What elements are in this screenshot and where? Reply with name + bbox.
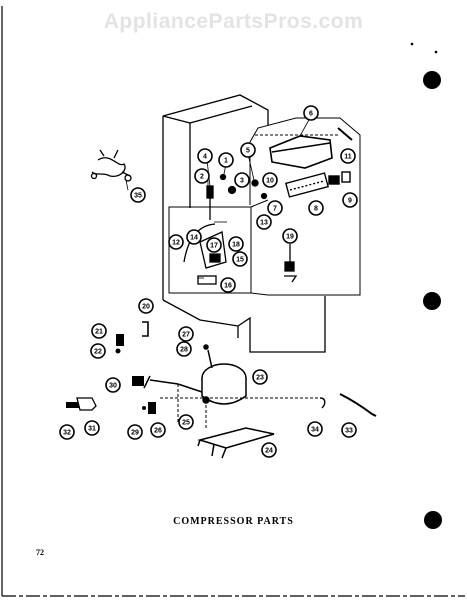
callout-29: 29 [127, 424, 143, 440]
callout-label: 25 [182, 420, 190, 427]
callout-label: 35 [134, 193, 142, 200]
part-20-clip [142, 321, 149, 337]
callout-label: 1 [224, 158, 228, 165]
leader-lines [160, 384, 320, 430]
watermark: AppliancePartsPros.com [103, 10, 364, 33]
callout-label: 19 [286, 234, 294, 241]
part-19-bracket [284, 244, 298, 283]
callout-label: 9 [348, 198, 352, 205]
callout-1: 1 [218, 152, 234, 168]
callout-label: 12 [172, 240, 180, 247]
callout-label: 6 [309, 111, 313, 118]
callout-label: 31 [88, 426, 96, 433]
callout-6: 6 [303, 105, 319, 121]
callout-label: 20 [142, 304, 150, 311]
callout-31: 31 [84, 420, 100, 436]
callout-33: 33 [341, 422, 357, 438]
callout-22: 22 [90, 343, 106, 359]
callout-14: 14 [186, 229, 202, 245]
callout-label: 28 [180, 347, 188, 354]
ice-bin [269, 135, 333, 169]
part-21-capacitor [116, 334, 124, 346]
icemaker-enclosure [249, 117, 361, 296]
cabinet-outline [162, 94, 326, 353]
callout-26: 26 [150, 422, 166, 438]
callout-27: 27 [178, 326, 194, 342]
callout-25: 25 [178, 414, 194, 430]
callout-label: 32 [63, 430, 71, 437]
callout-5: 5 [240, 142, 256, 158]
callout-label: 8 [314, 206, 318, 213]
callout-18: 18 [228, 236, 244, 252]
callout-label: 23 [256, 375, 264, 382]
page-number: 72 [36, 548, 44, 557]
callout-19: 19 [282, 228, 298, 244]
callout-30: 30 [105, 377, 121, 393]
callout-23: 23 [252, 369, 268, 385]
callout-13: 13 [256, 214, 272, 230]
drain-tube [319, 393, 377, 417]
callout-label: 18 [232, 242, 240, 249]
binder-hole-3 [424, 511, 442, 529]
callout-label: 13 [260, 220, 268, 227]
callout-label: 5 [246, 148, 250, 155]
callout-label: 11 [344, 154, 352, 161]
callout-label: 34 [311, 427, 319, 434]
callout-10: 10 [262, 172, 278, 188]
callout-35: 35 [130, 187, 146, 203]
callout-label: 16 [224, 283, 232, 290]
callout-32: 32 [59, 424, 75, 440]
callout-20: 20 [138, 298, 154, 314]
callout-24: 24 [261, 442, 277, 458]
callout-2: 2 [194, 168, 210, 184]
callout-label: 30 [109, 383, 117, 390]
callout-15: 15 [232, 251, 248, 267]
callout-label: 7 [273, 206, 277, 213]
callout-label: 2 [200, 174, 204, 181]
diagram-caption: COMPRESSOR PARTS [173, 516, 294, 527]
callout-17: 17 [206, 237, 222, 253]
part-22-screw [115, 348, 121, 354]
ice-maker-unit [285, 171, 351, 198]
callout-label: 15 [236, 257, 244, 264]
callout-8: 8 [308, 200, 324, 216]
callout-label: 24 [265, 448, 273, 455]
binder-hole-2 [423, 292, 441, 310]
relay-parts [66, 376, 156, 414]
base-pan [197, 427, 275, 459]
callout-21: 21 [91, 323, 107, 339]
callout-16: 16 [220, 277, 236, 293]
callout-label: 21 [95, 329, 103, 336]
callout-label: 17 [210, 243, 218, 250]
callout-label: 29 [131, 430, 139, 437]
callout-3: 3 [234, 172, 250, 188]
callout-7: 7 [267, 200, 283, 216]
water-valve-assembly [183, 173, 268, 285]
callout-label: 22 [94, 349, 102, 356]
callout-label: 27 [182, 332, 190, 339]
callout-28: 28 [176, 341, 192, 357]
callout-label: 10 [266, 178, 274, 185]
callout-4: 4 [197, 148, 213, 164]
callout-label: 33 [345, 428, 353, 435]
callout-label: 14 [190, 235, 198, 242]
binder-hole-1 [423, 71, 441, 89]
callout-9: 9 [342, 192, 358, 208]
wiring-harness [90, 149, 132, 182]
callout-label: 3 [240, 178, 244, 185]
callout-12: 12 [168, 234, 184, 250]
callout-label: 4 [203, 154, 207, 161]
callout-11: 11 [340, 148, 356, 164]
callout-34: 34 [307, 421, 323, 437]
callout-label: 26 [154, 428, 162, 435]
